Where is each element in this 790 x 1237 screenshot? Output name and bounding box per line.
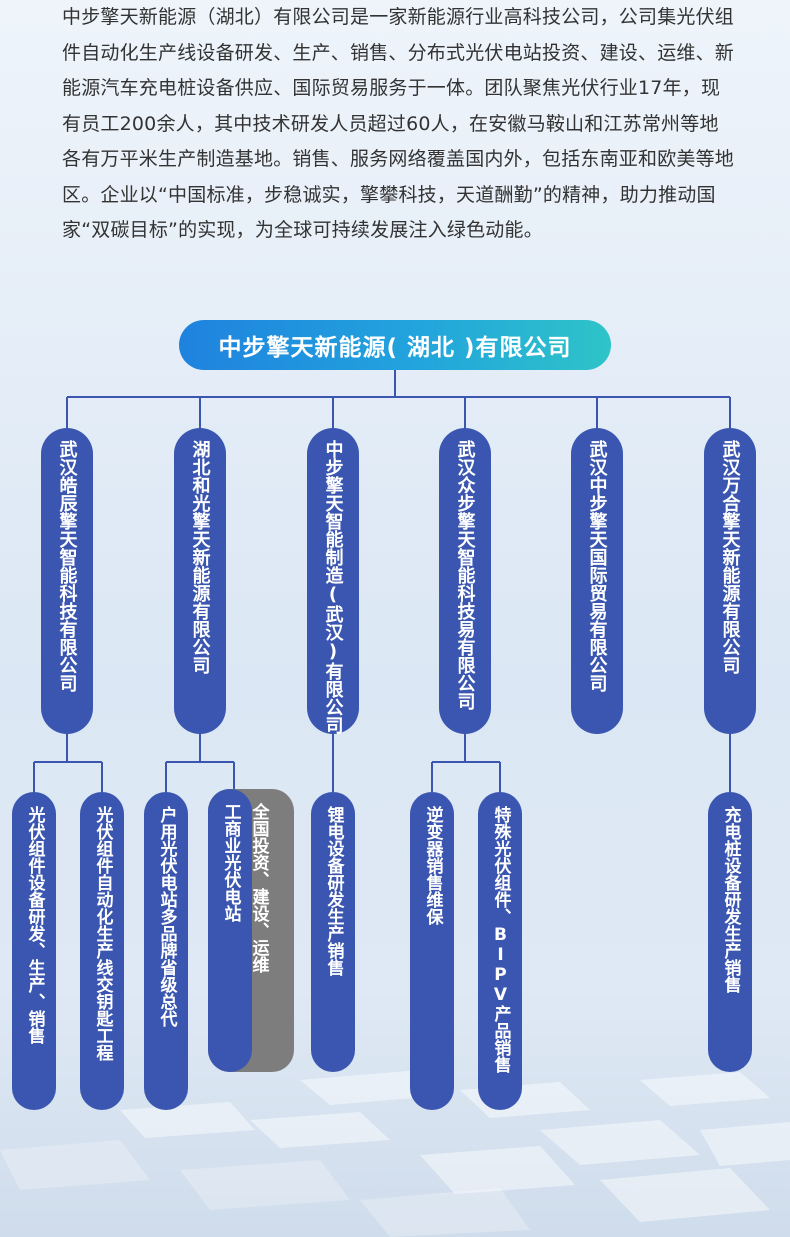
business-node-special-pv-bipv: 特殊光伏组件、BIPV产品销售 bbox=[478, 792, 522, 1110]
business-node-commercial-pv: 工商业光伏电站 bbox=[208, 789, 252, 1072]
business-name: 全国投资、建设、运维 bbox=[248, 803, 269, 973]
subsidiary-name: 武汉众步擎天智能科技易有限公司 bbox=[454, 440, 476, 710]
subsidiary-node-heguang: 湖北和光擎天新能源有限公司 bbox=[174, 428, 226, 734]
subsidiary-name: 武汉万合擎天新能源有限公司 bbox=[719, 440, 741, 674]
subsidiary-node-zhongbu-tech: 武汉众步擎天智能科技易有限公司 bbox=[439, 428, 491, 734]
business-node-inverter: 逆变器销售维保 bbox=[410, 792, 454, 1110]
business-name: 充电桩设备研发生产销售 bbox=[720, 806, 741, 993]
business-node-lithium-equipment: 锂电设备研发生产销售 bbox=[311, 792, 355, 1072]
business-node-pv-line-turnkey: 光伏组件自动化生产线交钥匙工程 bbox=[80, 792, 124, 1110]
subsidiary-name: 中步擎天智能制造(武汉)有限公司 bbox=[322, 440, 344, 734]
subsidiary-name: 武汉中步擎天国际贸易有限公司 bbox=[586, 440, 608, 692]
root-company-node: 中步擎天新能源( 湖北 )有限公司 bbox=[179, 320, 611, 370]
subsidiary-node-intl-trade: 武汉中步擎天国际贸易有限公司 bbox=[571, 428, 623, 734]
subsidiary-node-wanhe: 武汉万合擎天新能源有限公司 bbox=[704, 428, 756, 734]
business-node-pv-module-rd: 光伏组件设备研发、生产、销售 bbox=[12, 792, 56, 1110]
company-intro: 中步擎天新能源（湖北）有限公司是一家新能源行业高科技公司，公司集光伏组件自动化生… bbox=[62, 0, 734, 249]
intro-text: 中步擎天新能源（湖北）有限公司是一家新能源行业高科技公司，公司集光伏组件自动化生… bbox=[62, 6, 735, 241]
business-name: 工商业光伏电站 bbox=[220, 803, 241, 922]
business-node-household-pv: 户用光伏电站多品牌省级总代 bbox=[144, 792, 188, 1110]
subsidiary-node-intelligent-mfg: 中步擎天智能制造(武汉)有限公司 bbox=[307, 428, 359, 734]
root-company-name: 中步擎天新能源( 湖北 )有限公司 bbox=[218, 335, 572, 361]
business-name: 锂电设备研发生产销售 bbox=[323, 806, 344, 976]
business-name: 光伏组件自动化生产线交钥匙工程 bbox=[92, 806, 113, 1061]
subsidiary-name: 武汉皓辰擎天智能科技有限公司 bbox=[56, 440, 78, 692]
business-name: 逆变器销售维保 bbox=[422, 806, 443, 925]
subsidiary-name: 湖北和光擎天新能源有限公司 bbox=[189, 440, 211, 674]
business-name: 特殊光伏组件、BIPV产品销售 bbox=[490, 806, 511, 1073]
business-name: 光伏组件设备研发、生产、销售 bbox=[24, 806, 45, 1044]
business-name: 户用光伏电站多品牌省级总代 bbox=[156, 806, 177, 1027]
subsidiary-node-haochen: 武汉皓辰擎天智能科技有限公司 bbox=[41, 428, 93, 734]
business-node-charging-pile: 充电桩设备研发生产销售 bbox=[708, 792, 752, 1072]
